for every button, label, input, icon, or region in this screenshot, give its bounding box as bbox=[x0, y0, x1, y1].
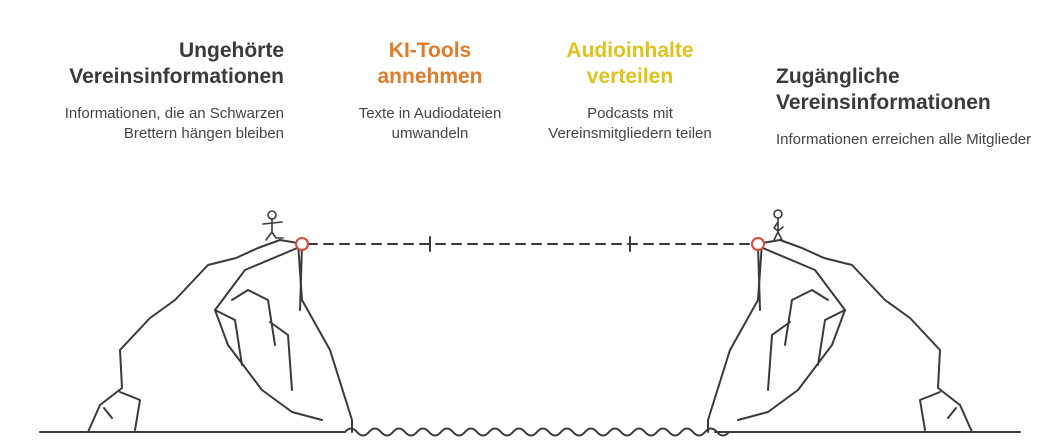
step-3-title: Audioinhalte verteilen bbox=[566, 39, 694, 88]
step-3-desc: Podcasts mit Vereinsmitgliedern teilen bbox=[548, 105, 712, 142]
person-standing-icon bbox=[773, 209, 784, 241]
left-cliff bbox=[87, 239, 353, 433]
step-1-block: Ungehörte Vereinsinformationen Informati… bbox=[40, 38, 284, 144]
start-marker bbox=[295, 237, 309, 251]
step-2-desc: Texte in Audiodateien umwandeln bbox=[358, 105, 502, 142]
step-4-title: Zugängliche Vereinsinformationen bbox=[776, 65, 991, 114]
step-3-block: Audioinhalte verteilen Podcasts mit Vere… bbox=[530, 38, 730, 144]
step-1-desc: Informationen, die an Schwarzen Brettern… bbox=[64, 105, 284, 142]
step-4-desc: Informationen erreichen alle Mitglieder bbox=[776, 131, 1032, 148]
water-waves bbox=[344, 427, 730, 437]
person-balancing-icon bbox=[262, 210, 284, 241]
step-4-block: Zugängliche Vereinsinformationen Informa… bbox=[776, 64, 1046, 150]
step-2-title: KI-Tools annehmen bbox=[377, 39, 483, 88]
step-1-title: Ungehörte Vereinsinformationen bbox=[69, 39, 284, 88]
right-cliff bbox=[707, 239, 973, 433]
end-marker bbox=[751, 237, 765, 251]
step-2-block: KI-Tools annehmen Texte in Audiodateien … bbox=[340, 38, 520, 144]
